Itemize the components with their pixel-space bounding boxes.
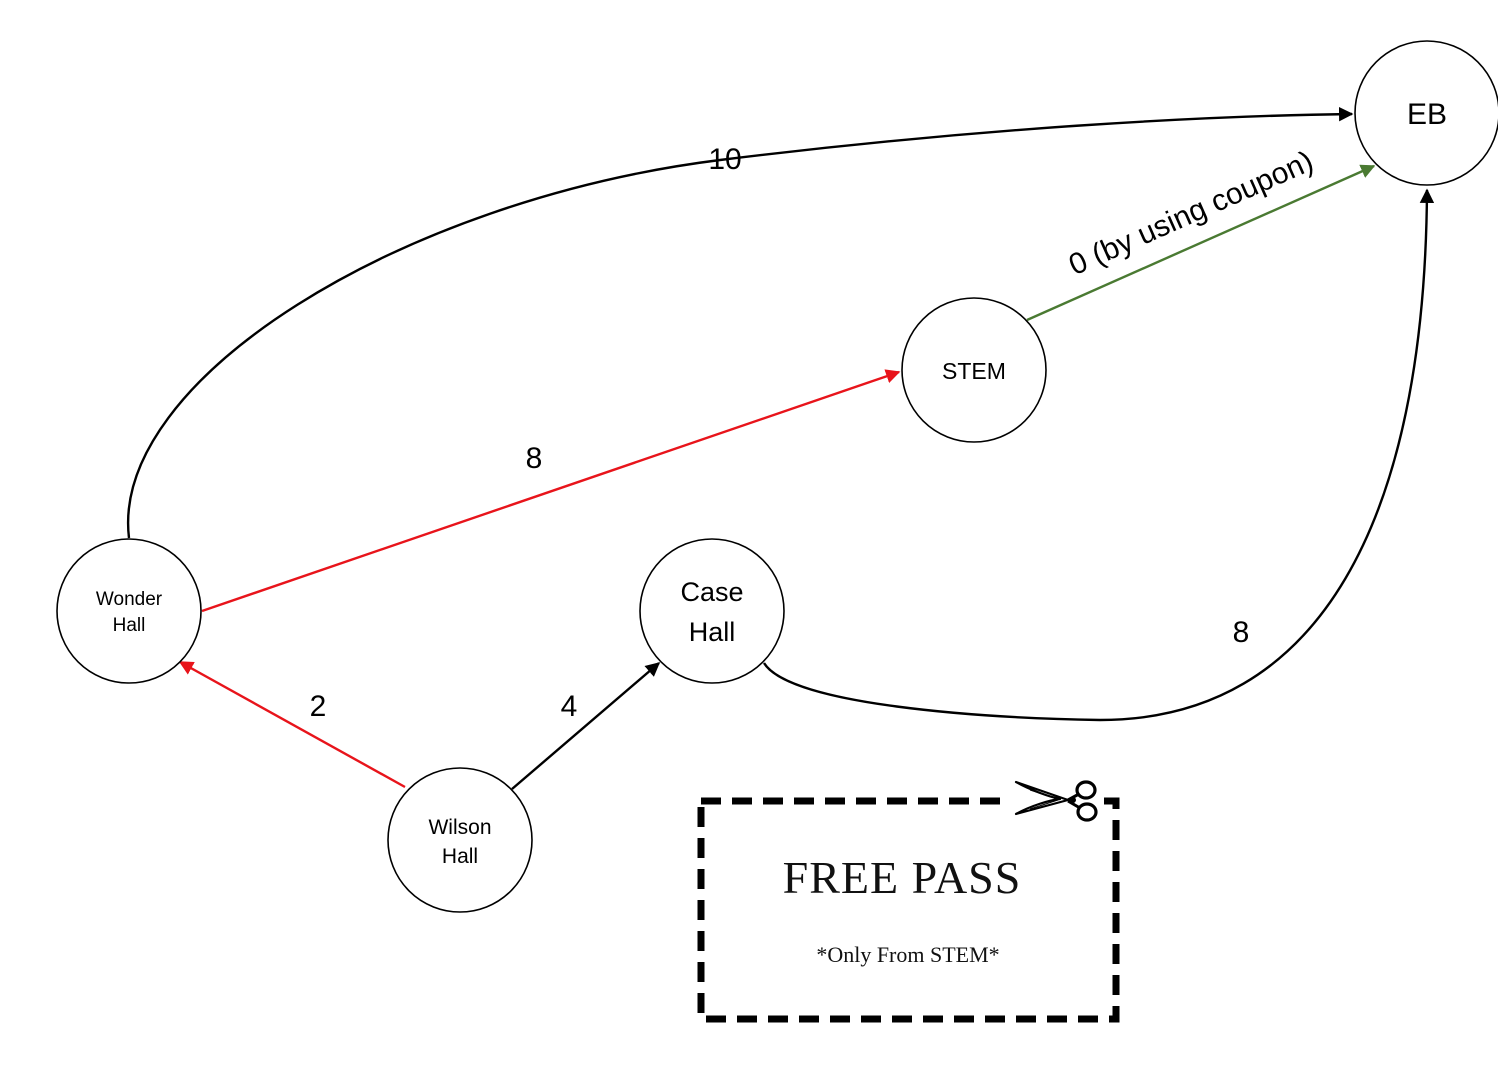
edge-wonder-to-eb [126, 106, 1354, 539]
coupon-title: FREE PASS [783, 852, 1022, 903]
edge-label-stem-eb: 0 (by using coupon) [1064, 145, 1318, 282]
node-case-hall: Case Hall [639, 538, 785, 684]
node-stem-label: STEM [942, 358, 1006, 384]
node-eb: EB [1354, 40, 1498, 186]
free-pass-coupon: FREE PASS *Only From STEM* [697, 770, 1120, 1023]
node-case-hall-label-line2: Hall [689, 617, 736, 647]
node-wonder-hall-label-line2: Hall [113, 615, 146, 636]
node-wilson-hall-label-line2: Hall [442, 845, 478, 868]
coupon-dashed-border [697, 797, 1120, 1023]
edge-label-wonder-eb: 10 [708, 143, 741, 176]
edge-case-to-eb [762, 188, 1435, 722]
node-wonder-hall: Wonder Hall [56, 538, 202, 684]
edge-wonder-to-stem [201, 369, 901, 613]
node-wilson-hall: Wilson Hall [387, 767, 533, 913]
edge-label-case-eb: 8 [1233, 616, 1250, 649]
edge-wilson-to-wonder [178, 660, 406, 789]
node-case-hall-label-line1: Case [680, 577, 743, 607]
node-eb-label: EB [1407, 98, 1447, 131]
node-wilson-hall-label-line1: Wilson [428, 816, 491, 839]
node-wonder-hall-label-line1: Wonder [96, 589, 163, 610]
edge-label-wilson-wonder: 2 [310, 690, 327, 723]
edge-wilson-to-case [511, 662, 661, 790]
edge-label-wilson-case: 4 [561, 690, 578, 723]
edge-label-wonder-stem: 8 [526, 442, 543, 475]
edge-stem-to-eb [1026, 164, 1376, 322]
scissors-icon [1010, 770, 1104, 826]
node-stem: STEM [901, 297, 1047, 443]
coupon-note: *Only From STEM* [816, 942, 999, 967]
